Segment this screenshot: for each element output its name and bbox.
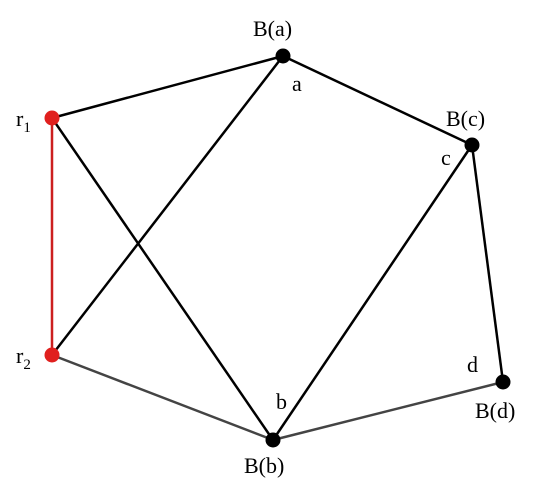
edge-c-d bbox=[470, 144, 505, 383]
label-r1-sub: 1 bbox=[23, 120, 31, 136]
edge-r1-a bbox=[51, 54, 284, 120]
label-d: d bbox=[467, 352, 478, 377]
label-a: a bbox=[292, 71, 302, 96]
node-r2 bbox=[44, 347, 60, 363]
node-b bbox=[265, 432, 281, 448]
edge-b-c bbox=[271, 144, 474, 441]
label-r1: r1 bbox=[16, 106, 31, 136]
label-B-a: B(a) bbox=[253, 16, 292, 41]
edge-b-d bbox=[272, 380, 504, 442]
edge-r2-a bbox=[51, 55, 284, 356]
edge-a-c bbox=[282, 54, 473, 147]
edge-r2-b bbox=[51, 353, 274, 442]
label-B-d: B(d) bbox=[475, 398, 515, 423]
label-c: c bbox=[441, 145, 451, 170]
node-d bbox=[495, 374, 511, 390]
nodes bbox=[44, 48, 511, 448]
node-r1 bbox=[44, 110, 60, 126]
node-a bbox=[275, 48, 291, 64]
label-B-b: B(b) bbox=[244, 453, 284, 478]
edge-r1-b bbox=[50, 117, 275, 441]
label-r1-main: r bbox=[16, 106, 24, 131]
label-r2-sub: 2 bbox=[23, 357, 31, 373]
label-r2-main: r bbox=[16, 343, 24, 368]
labels: r1 r2 B(a) a B(c) c d B(d) b B(b) bbox=[16, 16, 515, 478]
label-b: b bbox=[276, 389, 287, 414]
label-r2: r2 bbox=[16, 343, 31, 373]
edges bbox=[50, 54, 505, 442]
node-c bbox=[464, 137, 480, 153]
label-B-c: B(c) bbox=[446, 106, 485, 131]
